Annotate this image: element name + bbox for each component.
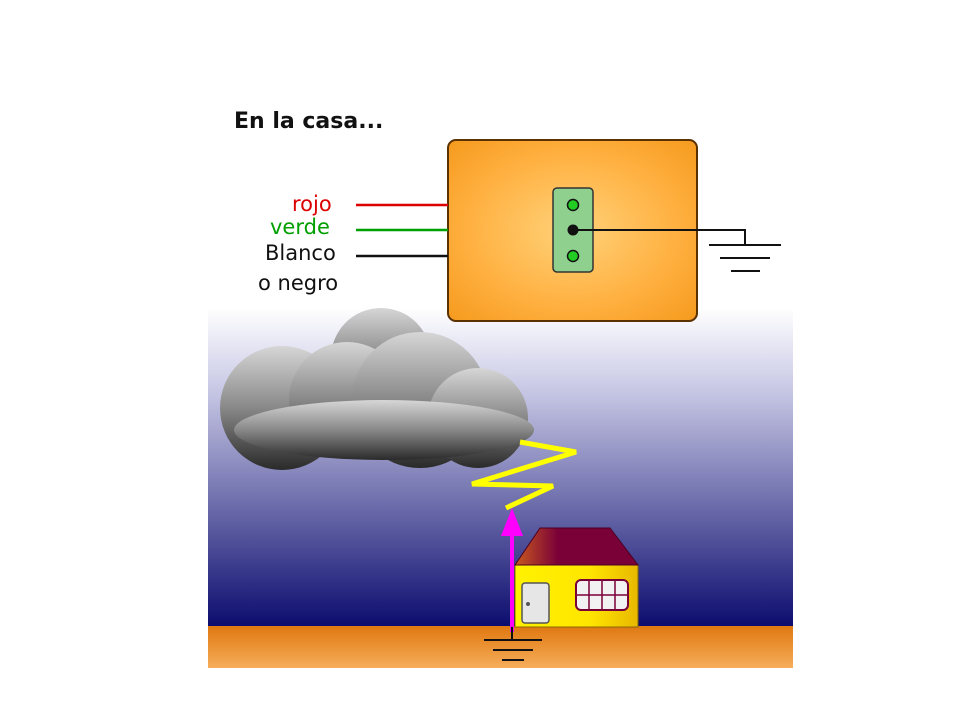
ground-symbol-house bbox=[484, 627, 542, 661]
wire-label-red: rojo bbox=[292, 192, 332, 216]
door-knob-icon bbox=[526, 602, 530, 606]
outlet-terminal-bottom bbox=[566, 249, 580, 263]
page-title: En la casa... bbox=[234, 109, 383, 134]
ground bbox=[208, 626, 793, 668]
ground-wire bbox=[573, 229, 746, 244]
outlet-terminal-top bbox=[566, 198, 580, 212]
upward-arrow-head bbox=[501, 508, 523, 536]
lightning-bolt bbox=[471, 439, 577, 511]
house-roof bbox=[514, 527, 640, 566]
storm-cloud bbox=[220, 308, 534, 470]
ground-symbol-panel bbox=[709, 244, 781, 272]
house-window bbox=[575, 579, 629, 611]
house-door bbox=[521, 582, 550, 624]
wire-label-black-alt: o negro bbox=[258, 271, 338, 295]
wire-label-black: Blanco bbox=[265, 241, 336, 265]
wire-label-green: verde bbox=[270, 215, 330, 239]
